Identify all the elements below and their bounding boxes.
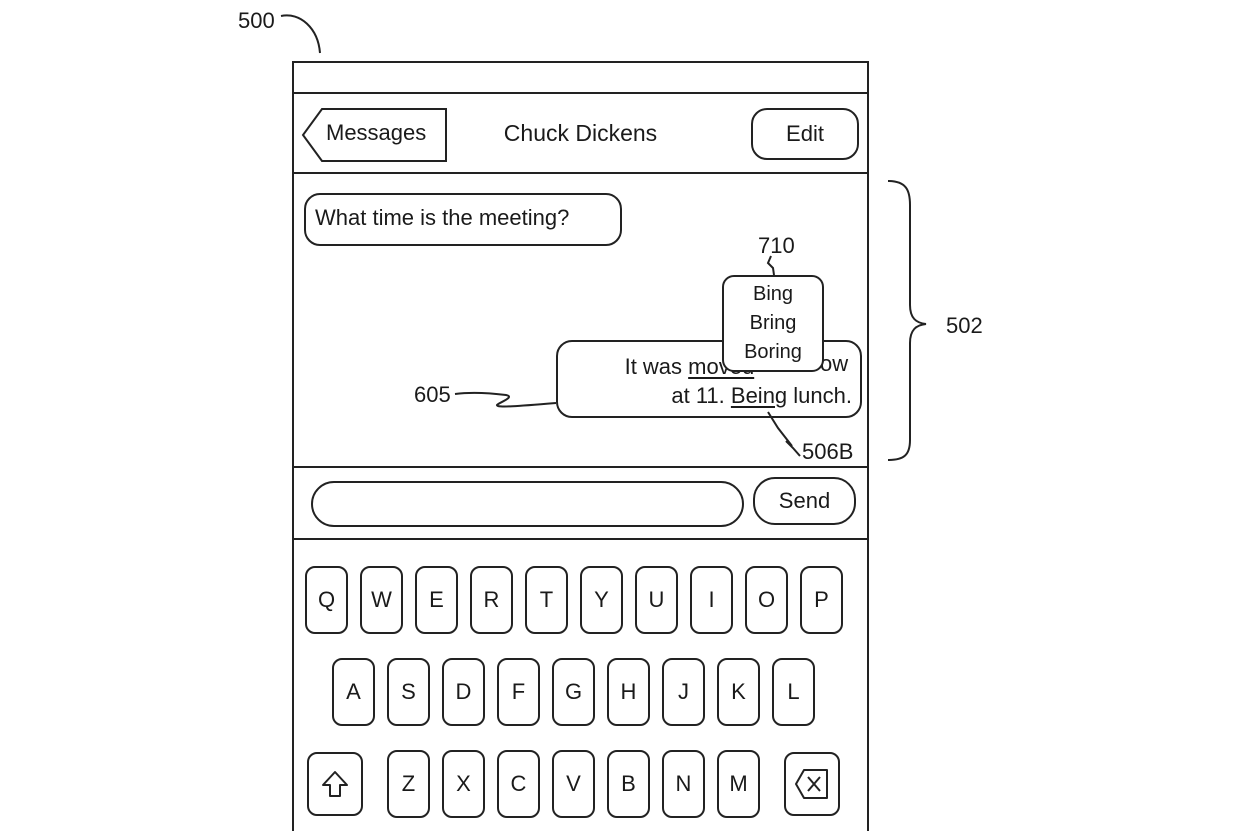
incoming-message-text: What time is the meeting? bbox=[315, 205, 570, 230]
ref-label-502: 502 bbox=[946, 313, 983, 338]
key-m[interactable]: M bbox=[717, 750, 760, 818]
incoming-message-bubble: What time is the meeting? bbox=[304, 193, 622, 246]
outgoing-text-prefix: It was bbox=[624, 354, 689, 379]
key-h[interactable]: H bbox=[607, 658, 650, 726]
suggestion-item-bing[interactable]: Bing bbox=[752, 283, 794, 305]
key-b[interactable]: B bbox=[607, 750, 650, 818]
back-button-label[interactable]: Messages bbox=[326, 120, 427, 145]
key-f[interactable]: F bbox=[497, 658, 540, 726]
key-p[interactable]: P bbox=[800, 566, 843, 634]
key-j[interactable]: J bbox=[662, 658, 705, 726]
outgoing-line-2: at 11. Being lunch. bbox=[558, 381, 852, 410]
shift-key[interactable] bbox=[307, 752, 363, 816]
ref-label-605: 605 bbox=[414, 382, 451, 407]
ref-500-leader bbox=[280, 14, 321, 54]
key-u[interactable]: U bbox=[635, 566, 678, 634]
device-frame bbox=[292, 61, 869, 831]
key-t[interactable]: T bbox=[525, 566, 568, 634]
ref-label-506b: 506B bbox=[802, 439, 854, 464]
suggestion-item-bring[interactable]: Bring bbox=[749, 312, 797, 334]
ref-label-710: 710 bbox=[758, 233, 795, 258]
underlined-word-being[interactable]: Being bbox=[730, 383, 788, 408]
message-input[interactable] bbox=[311, 481, 744, 527]
key-i[interactable]: I bbox=[690, 566, 733, 634]
key-g[interactable]: G bbox=[552, 658, 595, 726]
key-c[interactable]: C bbox=[497, 750, 540, 818]
key-x[interactable]: X bbox=[442, 750, 485, 818]
suggestion-popup: Bing Bring Boring bbox=[722, 275, 824, 372]
key-o[interactable]: O bbox=[745, 566, 788, 634]
key-s[interactable]: S bbox=[387, 658, 430, 726]
delete-key[interactable] bbox=[784, 752, 840, 816]
key-y[interactable]: Y bbox=[580, 566, 623, 634]
outgoing-visible-tail: ow bbox=[820, 351, 849, 376]
edit-button[interactable]: Edit bbox=[751, 108, 859, 160]
send-button[interactable]: Send bbox=[753, 477, 856, 525]
key-k[interactable]: K bbox=[717, 658, 760, 726]
key-n[interactable]: N bbox=[662, 750, 705, 818]
key-v[interactable]: V bbox=[552, 750, 595, 818]
key-d[interactable]: D bbox=[442, 658, 485, 726]
outgoing-text-line2-prefix: at 11. bbox=[671, 383, 731, 408]
key-e[interactable]: E bbox=[415, 566, 458, 634]
key-w[interactable]: W bbox=[360, 566, 403, 634]
key-q[interactable]: Q bbox=[305, 566, 348, 634]
key-a[interactable]: A bbox=[332, 658, 375, 726]
shift-arrow-icon bbox=[322, 771, 348, 797]
delete-x-icon bbox=[795, 769, 828, 799]
outgoing-text-line2-suffix: lunch. bbox=[787, 383, 852, 408]
ref-label-500: 500 bbox=[238, 8, 275, 33]
brace-502 bbox=[887, 180, 927, 461]
key-l[interactable]: L bbox=[772, 658, 815, 726]
key-r[interactable]: R bbox=[470, 566, 513, 634]
suggestion-item-boring[interactable]: Boring bbox=[744, 341, 802, 363]
key-z[interactable]: Z bbox=[387, 750, 430, 818]
conversation-title: Chuck Dickens bbox=[503, 120, 658, 146]
